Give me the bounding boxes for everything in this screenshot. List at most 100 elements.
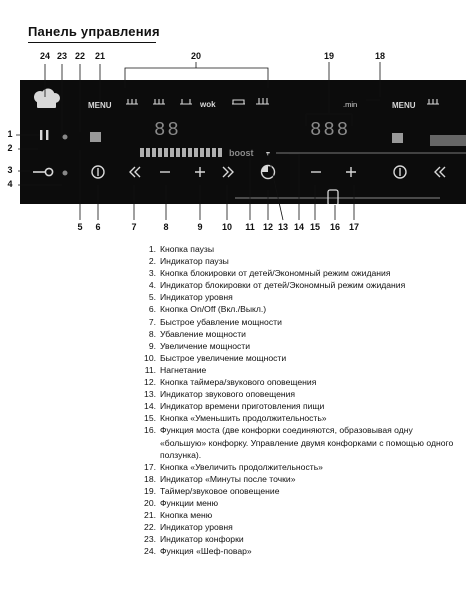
legend-item-number: 11.	[144, 364, 156, 375]
key-lock-icon[interactable]	[33, 167, 54, 177]
legend-item-text: Быстрое увеличение мощности	[160, 352, 287, 363]
legend-item-text: Функция «Шеф-повар»	[160, 546, 252, 557]
legend-item: 8.Убавление мощности	[140, 328, 460, 340]
fast-decrease-button[interactable]	[129, 166, 141, 178]
control-panel-graphic: MENU wok .min MENU 88 888 boost	[33, 88, 466, 204]
legend-item-number: 12.	[144, 377, 156, 388]
legend-item-text: Кнопка таймера/звукового оповещения	[160, 377, 317, 388]
pause-indicator	[62, 134, 68, 140]
fast-decrease-button-right[interactable]	[434, 166, 446, 178]
page-title: Панель управления	[28, 24, 160, 39]
callout-23: 23	[56, 51, 67, 61]
callout-17: 17	[348, 222, 359, 232]
callout-3: 3	[7, 165, 13, 175]
pan-icon-2	[256, 98, 269, 105]
legend-item-number: 23.	[144, 534, 156, 545]
legend-item: 4. Индикатор блокировки от детей/Экономны…	[140, 279, 460, 291]
legend-item-number: 15.	[144, 413, 156, 424]
callout-20: 20	[190, 51, 201, 61]
level-indicator-right	[392, 133, 403, 143]
legend-item-text: Кнопка паузы	[160, 244, 215, 254]
legend-item-text: Кнопка «Увеличить продолжительность»	[160, 461, 323, 472]
legend-item: 11. Нагнетание	[140, 364, 460, 376]
callout-11: 11	[245, 222, 255, 232]
legend-item-text: Индикатор «Минуты после точки»	[160, 473, 296, 484]
power-display: 88	[154, 119, 181, 141]
callout-8: 8	[163, 222, 169, 232]
callout-5: 5	[77, 222, 83, 232]
callout-9: 9	[197, 222, 203, 232]
time-increase-button[interactable]	[346, 167, 356, 177]
pot-icon-2	[153, 99, 165, 105]
on-off-button-right[interactable]	[393, 165, 407, 179]
legend-item-number: 4.	[148, 280, 156, 291]
callout-19: 19	[323, 51, 334, 61]
callout-10: 10	[221, 222, 232, 232]
callout-15: 15	[309, 222, 320, 232]
menu-functions[interactable]	[126, 98, 269, 105]
timer-display: 888	[310, 119, 350, 141]
legend-item-text: Функция моста (две конфорки соединяются,…	[160, 425, 454, 460]
chef-hat-icon[interactable]	[34, 88, 60, 109]
zone-indicator-right	[430, 135, 466, 146]
legend-item: 2.Индикатор паузы	[140, 255, 460, 267]
callout-18: 18	[374, 51, 385, 61]
legend-item-number: 18.	[144, 473, 156, 484]
legend-item-number: 10.	[144, 352, 156, 363]
callout-12: 12	[262, 222, 273, 232]
legend-item-text: Увеличение мощности	[160, 340, 251, 351]
callout-21: 21	[94, 51, 105, 61]
legend-item-number: 3.	[148, 268, 156, 279]
pan-icon-1	[232, 99, 245, 105]
pot-icon-right[interactable]	[427, 99, 439, 105]
legend-item: 24.Функция «Шеф-повар»	[140, 545, 460, 557]
legend-item-number: 5.	[148, 292, 156, 303]
pot-icon-3	[180, 99, 192, 105]
legend-item-number: 2.	[148, 256, 156, 267]
bridge-slider-handle[interactable]	[327, 189, 339, 204]
legend-item-number: 6.	[148, 304, 156, 315]
fast-increase-button[interactable]	[222, 166, 234, 178]
legend-item-text: Индикатор уровня	[160, 292, 233, 303]
legend-item-text: Кнопка On/Off (Вкл./Выкл.)	[160, 304, 267, 315]
callout-14: 14	[293, 222, 304, 232]
callout-1: 1	[7, 129, 13, 139]
legend-item-text: Таймер/звуковое оповещение	[160, 485, 280, 496]
on-off-button[interactable]	[91, 165, 105, 179]
legend-item: 17. Кнопка «Увеличить продолжительность»	[140, 461, 460, 473]
legend-item: 18. Индикатор «Минуты после точки»	[140, 473, 460, 485]
legend-item-number: 17.	[144, 461, 156, 472]
legend-item: 9.Увеличение мощности	[140, 340, 460, 352]
legend-item-number: 22.	[144, 522, 156, 533]
callout-13: 13	[277, 222, 288, 232]
pot-icon-1	[126, 99, 138, 105]
legend-item-number: 13.	[144, 389, 156, 400]
legend-item-text: Индикатор блокировки от детей/Экономный …	[160, 280, 406, 291]
callout-16: 16	[329, 222, 340, 232]
legend-item-text: Индикатор конфорки	[160, 534, 244, 545]
level-indicator-left	[90, 132, 101, 142]
callout-2: 2	[7, 143, 13, 153]
legend-item-text: Нагнетание	[160, 364, 207, 375]
legend-item: 6. Кнопка On/Off (Вкл./Выкл.)	[140, 303, 460, 315]
minutes-indicator: .min	[343, 100, 357, 109]
legend-item-text: Кнопка блокировки от детей/Экономный реж…	[160, 268, 391, 279]
legend-item: 15.Кнопка «Уменьшить продолжительность»	[140, 412, 460, 424]
legend-item-number: 19.	[144, 485, 156, 496]
legend-item-number: 8.	[148, 328, 156, 339]
wok-icon[interactable]: wok	[199, 100, 216, 109]
sound-indicator	[266, 152, 270, 156]
legend-item: 5. Индикатор уровня	[140, 291, 460, 303]
increase-button[interactable]	[195, 167, 205, 177]
menu-button-right[interactable]: MENU	[392, 101, 416, 110]
pause-button[interactable]	[40, 130, 49, 140]
legend-item-text: Индикатор звукового оповещения	[160, 389, 296, 400]
legend-item: 1. Кнопка паузы	[140, 243, 460, 255]
menu-button-left[interactable]: MENU	[88, 101, 112, 110]
legend-item-number: 1.	[148, 244, 156, 254]
legend-item: 13. Индикатор звукового оповещения	[140, 388, 460, 400]
legend-item-number: 14.	[144, 401, 156, 412]
title-underline	[28, 42, 156, 43]
boost-label: boost	[229, 148, 254, 158]
